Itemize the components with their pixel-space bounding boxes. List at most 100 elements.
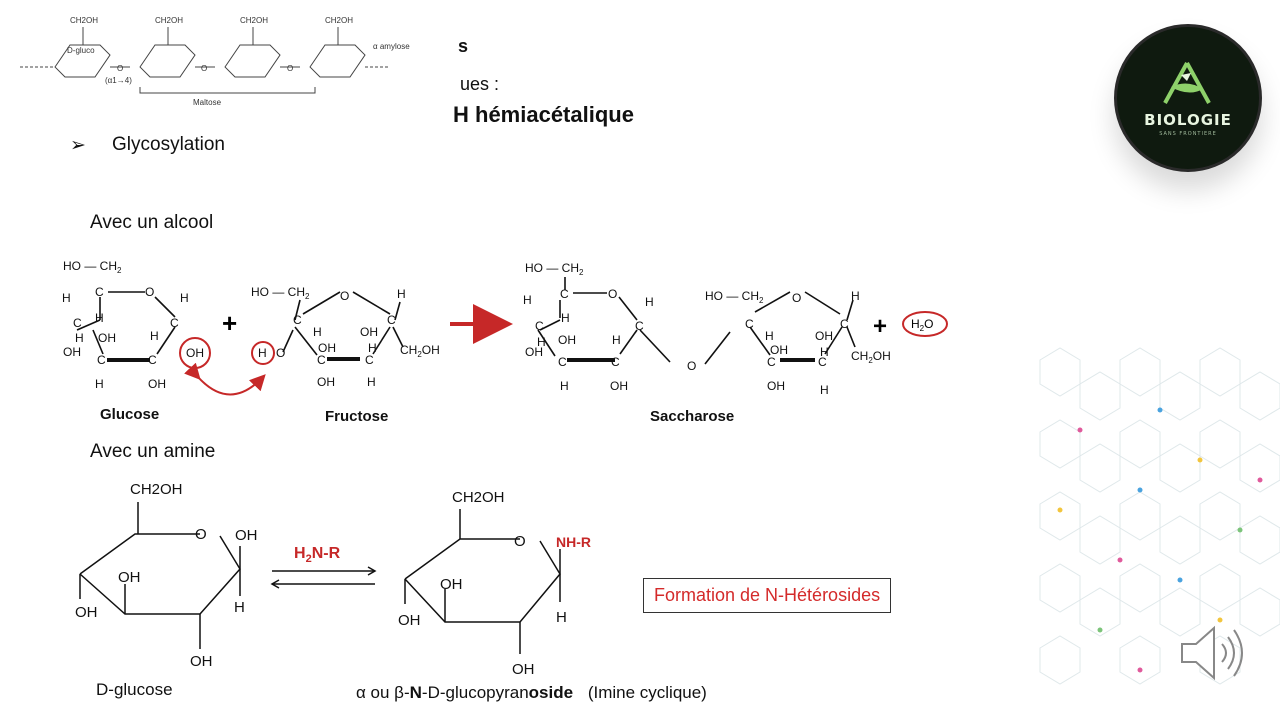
linkage-label: (α1→4) bbox=[105, 76, 132, 85]
atom-h: H bbox=[180, 291, 189, 305]
condensation-arrow-icon bbox=[183, 362, 266, 396]
atom-h: H bbox=[765, 329, 774, 343]
formation-n-heterosides-box: Formation de N-Hétérosides bbox=[643, 578, 892, 613]
atom-oh: OH bbox=[558, 333, 576, 347]
logo-title: BIOLOGIE bbox=[1144, 111, 1232, 129]
atom-c: C bbox=[818, 355, 827, 369]
atom-h: H bbox=[95, 377, 104, 391]
product-ch2oh: CH2OH bbox=[452, 489, 505, 506]
o-label-1: O bbox=[117, 64, 123, 73]
atom-h: H bbox=[537, 335, 546, 349]
product-name-oside: oside bbox=[528, 683, 574, 702]
atom-c: C bbox=[611, 355, 620, 369]
atom-oh: OH bbox=[360, 325, 378, 339]
hexagon-pattern-decoration bbox=[1039, 347, 1280, 685]
amine-reagent: H2N-R bbox=[294, 545, 341, 565]
product-name-suffix: (Imine cyclique) bbox=[587, 683, 707, 702]
atom-c: C bbox=[317, 353, 326, 367]
atom-h: H bbox=[75, 331, 84, 345]
maltose-label: Maltose bbox=[193, 98, 222, 107]
bullet-glycosylation: Glycosylation bbox=[112, 134, 225, 155]
glycosylation-alcohol-scheme: HO — CH2 C O H H H C C H OH H OH C C H O… bbox=[62, 259, 948, 397]
atom-o: O bbox=[514, 533, 526, 550]
ch2oh-label-4: CH2OH bbox=[325, 16, 353, 25]
speaker-icon[interactable] bbox=[1178, 622, 1254, 684]
atom-o: O bbox=[687, 359, 696, 373]
atom-o: O bbox=[608, 287, 617, 301]
glucose-ring bbox=[76, 291, 176, 362]
section-heading-amine: Avec un amine bbox=[90, 441, 216, 462]
atom-oh: OH bbox=[610, 379, 628, 393]
atom-h: H bbox=[234, 599, 245, 616]
amylose-label: α amylose bbox=[373, 42, 410, 51]
fructose-ho-ch2: HO — CH2 bbox=[251, 285, 310, 301]
atom-h: H bbox=[95, 311, 104, 325]
fructose-ch2oh: CH2OH bbox=[400, 343, 440, 359]
glucose-ho-ch2: HO — CH2 bbox=[63, 259, 122, 275]
product-name-n: N bbox=[409, 683, 422, 702]
atom-h: H bbox=[367, 375, 376, 389]
atom-h: H bbox=[397, 287, 406, 301]
plus-sign-2: + bbox=[873, 313, 887, 340]
atom-oh: OH bbox=[770, 343, 788, 357]
atom-h: H bbox=[820, 345, 829, 359]
d-gluco-label: D-gluco bbox=[67, 46, 95, 55]
atom-h: H bbox=[62, 291, 71, 305]
atom-oh: OH bbox=[98, 331, 116, 345]
atom-oh: OH bbox=[190, 653, 213, 670]
atom-oh: OH bbox=[186, 346, 204, 360]
atom-c: C bbox=[560, 287, 569, 301]
atom-c: C bbox=[73, 316, 82, 330]
atom-c: C bbox=[840, 317, 849, 331]
atom-c: C bbox=[635, 319, 644, 333]
d-glucose-chair bbox=[79, 502, 241, 649]
atom-h: H bbox=[258, 346, 267, 360]
equilibrium-arrows-icon bbox=[270, 566, 377, 589]
nh-r-group: NH-R bbox=[556, 534, 591, 550]
atom-oh: OH bbox=[235, 527, 258, 544]
atom-h: H bbox=[150, 329, 159, 343]
atom-c: C bbox=[535, 319, 544, 333]
atom-h: H bbox=[556, 609, 567, 626]
atom-oh: OH bbox=[512, 661, 535, 678]
saccharose-structure bbox=[537, 277, 856, 365]
atom-o: O bbox=[276, 346, 285, 360]
atom-h: H bbox=[561, 311, 570, 325]
saccharose-name: Saccharose bbox=[650, 408, 735, 425]
atom-h: H bbox=[851, 289, 860, 303]
section-heading-alcool: Avec un alcool bbox=[90, 212, 214, 233]
atom-c: C bbox=[745, 317, 754, 331]
atom-h: H bbox=[523, 293, 532, 307]
saccharose-ho-ch2-fructosyl: HO — CH2 bbox=[705, 289, 764, 305]
o-label-3: O bbox=[287, 64, 293, 73]
amylose-maltose-figure: CH2OH CH2OH CH2OH CH2OH D-gluco O O O (α… bbox=[15, 5, 460, 120]
saccharose-ho-ch2: HO — CH2 bbox=[525, 261, 584, 277]
logo-subtitle: SANS FRONTIERE bbox=[1159, 131, 1217, 137]
atom-o: O bbox=[145, 285, 154, 299]
bullet-arrow-icon: ➢ bbox=[70, 135, 86, 156]
atom-oh: OH bbox=[118, 569, 141, 586]
atom-oh: OH bbox=[525, 345, 543, 359]
fructose-name: Fructose bbox=[325, 408, 389, 425]
atom-h: H bbox=[612, 333, 621, 347]
atom-h: H bbox=[368, 341, 377, 355]
atom-oh: OH bbox=[440, 576, 463, 593]
ch2oh-label-2: CH2OH bbox=[155, 16, 183, 25]
ch2oh-label-1: CH2OH bbox=[70, 16, 98, 25]
d-glucose-name: D-glucose bbox=[96, 680, 173, 699]
header-fragment-s: s bbox=[458, 36, 469, 56]
atom-o: O bbox=[340, 289, 349, 303]
water-formula: H2O bbox=[911, 317, 933, 333]
atom-h: H bbox=[560, 379, 569, 393]
atom-c: C bbox=[387, 313, 396, 327]
atom-o: O bbox=[792, 291, 801, 305]
atom-h: H bbox=[645, 295, 654, 309]
atom-oh: OH bbox=[767, 379, 785, 393]
header-fragment-hemiacetalique: H hémiacétalique bbox=[453, 102, 634, 127]
header-fragment-ues: ues : bbox=[460, 74, 500, 94]
atom-c: C bbox=[558, 355, 567, 369]
atom-oh: OH bbox=[815, 329, 833, 343]
atom-oh: OH bbox=[75, 604, 98, 621]
ch2oh-label-3: CH2OH bbox=[240, 16, 268, 25]
